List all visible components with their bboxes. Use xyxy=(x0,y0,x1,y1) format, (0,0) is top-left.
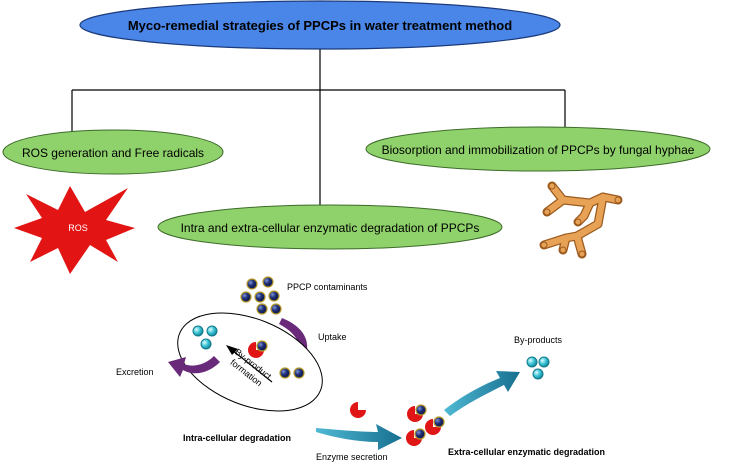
intracellular-enzyme-complex xyxy=(248,340,268,358)
byproducts-label: By-products xyxy=(514,335,563,345)
ros-star-icon: ROS xyxy=(14,186,135,274)
branch-ros-text: ROS generation and Free radicals xyxy=(22,146,204,160)
branch-ros-node: ROS generation and Free radicals xyxy=(2,129,224,175)
byproduct-release-arrow xyxy=(444,371,520,416)
branch-biosorption-text: Biosorption and immobilization of PPCPs … xyxy=(382,143,695,157)
contaminants-label: PPCP contaminants xyxy=(287,282,368,292)
intracellular-contaminants xyxy=(279,367,305,379)
title-text: Myco-remedial strategies of PPCPs in wat… xyxy=(128,18,512,33)
excretion-arrow xyxy=(168,356,220,377)
intracellular-byproducts xyxy=(192,325,218,350)
ppcp-contaminant-cluster xyxy=(240,276,282,315)
title-node: Myco-remedial strategies of PPCPs in wat… xyxy=(79,0,561,50)
secreted-enzyme-icon xyxy=(350,402,366,418)
enzyme-secretion-label: Enzyme secretion xyxy=(316,452,388,462)
enzyme-secretion-arrow xyxy=(316,424,402,450)
ros-star-label: ROS xyxy=(68,223,88,233)
byproduct-formation-arrow xyxy=(226,345,273,383)
branch-biosorption-node: Biosorption and immobilization of PPCPs … xyxy=(365,126,711,172)
extracellular-enzyme-complexes xyxy=(406,404,445,446)
excretion-label: Excretion xyxy=(116,367,154,377)
byproducts-cluster xyxy=(526,356,550,380)
fungal-hyphae-icon xyxy=(539,181,623,259)
branch-enzymatic-text: Intra and extra-cellular enzymatic degra… xyxy=(181,221,480,235)
intra-degradation-label: Intra-cellular degradation xyxy=(183,433,291,443)
branch-enzymatic-node: Intra and extra-cellular enzymatic degra… xyxy=(157,204,503,250)
uptake-label: Uptake xyxy=(318,332,347,342)
extra-degradation-label: Extra-cellular enzymatic degradation xyxy=(448,447,605,457)
connector-lines xyxy=(71,49,566,205)
fungal-cell xyxy=(177,312,323,412)
